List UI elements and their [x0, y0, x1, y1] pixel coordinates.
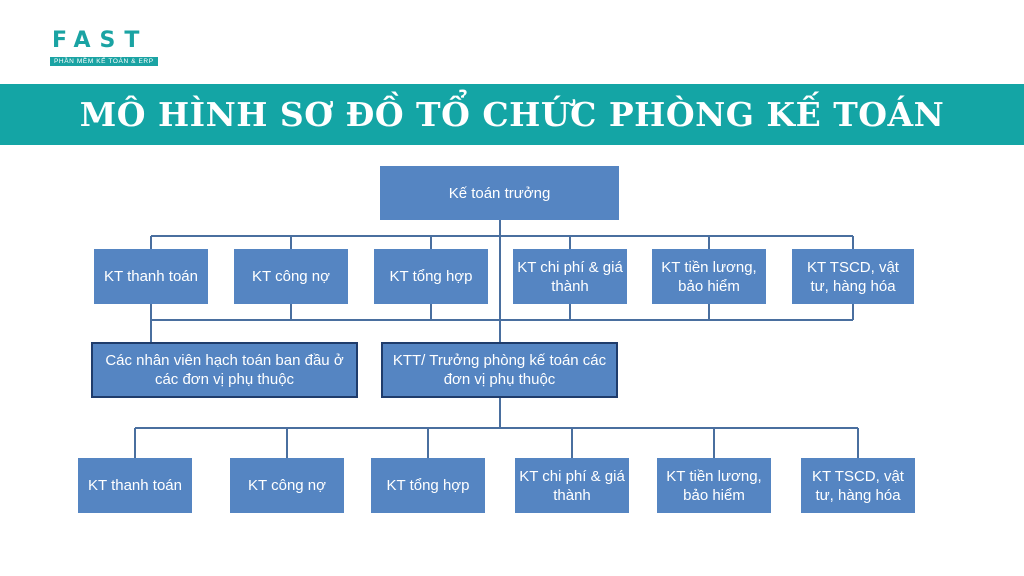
node-l1-payment-accounting: KT thanh toán [94, 249, 208, 304]
page-title: MÔ HÌNH SƠ ĐỒ TỔ CHỨC PHÒNG KẾ TOÁN [79, 95, 945, 134]
node-l1-cost-accounting: KT chi phí & giá thành [513, 249, 627, 304]
node-l1-asset-accounting: KT TSCD, vật tư, hàng hóa [792, 249, 914, 304]
node-l3-payment-accounting: KT thanh toán [78, 458, 192, 513]
logo-wordmark: FAST [52, 28, 149, 53]
node-l3-debt-accounting: KT công nợ [230, 458, 344, 513]
node-l3-payroll-accounting: KT tiền lương, bảo hiểm [657, 458, 771, 513]
node-l1-payroll-accounting: KT tiền lương, bảo hiểm [652, 249, 766, 304]
fast-logo: FAST PHẦN MỀM KẾ TOÁN & ERP [40, 22, 200, 78]
title-banner: MÔ HÌNH SƠ ĐỒ TỔ CHỨC PHÒNG KẾ TOÁN [0, 84, 1024, 145]
logo-tagline: PHẦN MỀM KẾ TOÁN & ERP [50, 57, 158, 66]
node-l3-asset-accounting: KT TSCD, vật tư, hàng hóa [801, 458, 915, 513]
node-l3-general-accounting: KT tổng hợp [371, 458, 485, 513]
node-l1-general-accounting: KT tổng hợp [374, 249, 488, 304]
node-l1-debt-accounting: KT công nợ [234, 249, 348, 304]
node-l2-branch-chief: KTT/ Trưởng phòng kế toán các đơn vị phụ… [381, 342, 618, 398]
node-chief-accountant: Kế toán trưởng [380, 166, 619, 220]
node-l2-initial-staff: Các nhân viên hạch toán ban đầu ở các đơ… [91, 342, 358, 398]
node-l3-cost-accounting: KT chi phí & giá thành [515, 458, 629, 513]
